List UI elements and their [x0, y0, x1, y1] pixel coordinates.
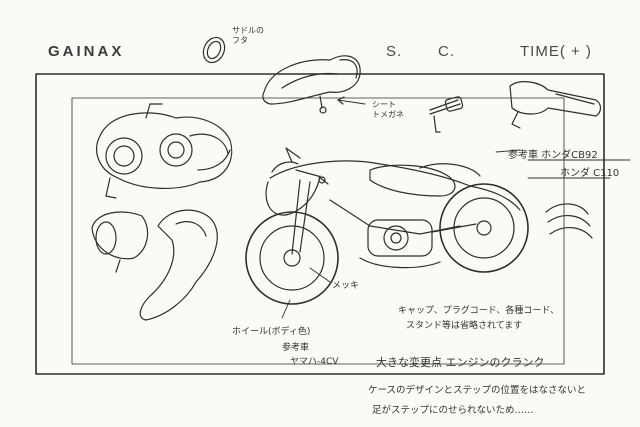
handle-lever-sketch [429, 96, 464, 133]
seat-note: シート トメガネ [372, 100, 404, 119]
wheel-note-line-2: 参考車 [282, 343, 310, 353]
ref-underline [527, 159, 631, 179]
cap-note-line-2: スタンド等は省略されてます [406, 321, 523, 331]
fender-arc-sketch [545, 203, 593, 239]
time-label: TIME( + ) [520, 43, 592, 60]
top-part-note: サドルの フタ [232, 26, 264, 45]
cut-label: C. [438, 43, 455, 60]
inner-frame [71, 97, 565, 365]
scene-label: S. [386, 43, 403, 60]
ref-pointer [495, 149, 521, 153]
mesh-pointer [309, 267, 331, 283]
engine-sketch [96, 103, 233, 199]
bottom-note-line-2: 足がステップにのせられないため…… [372, 405, 534, 416]
wheel-note-line-3: ヤマハ-4CV [290, 357, 339, 367]
big-change-note: 大きな変更点 エンジンのクランク [376, 356, 545, 369]
wheel-pointer [281, 299, 291, 319]
handlebar-grip-sketch [509, 81, 602, 129]
studio-logo: GAINAX [48, 43, 125, 60]
cap-note-line-1: キャップ、プラグコード、各種コード、 [398, 306, 560, 316]
wheel-note-line-1: ホイール(ボディ色) [232, 327, 311, 337]
fender-sketch [139, 209, 218, 321]
bottom-note-line-1: ケースのデザインとステップの位置をはなさないと [368, 385, 587, 396]
headlight-sketch [91, 211, 149, 273]
reference-bike-note-2: ホンダ C110 [560, 168, 620, 179]
motorbike-sketch [245, 147, 529, 305]
seat-sketch [262, 55, 366, 114]
small-cap-sketch [202, 36, 226, 64]
reference-bike-note: 参考車 ホンダCB92 [508, 150, 598, 161]
mesh-note: メッキ [332, 281, 360, 291]
